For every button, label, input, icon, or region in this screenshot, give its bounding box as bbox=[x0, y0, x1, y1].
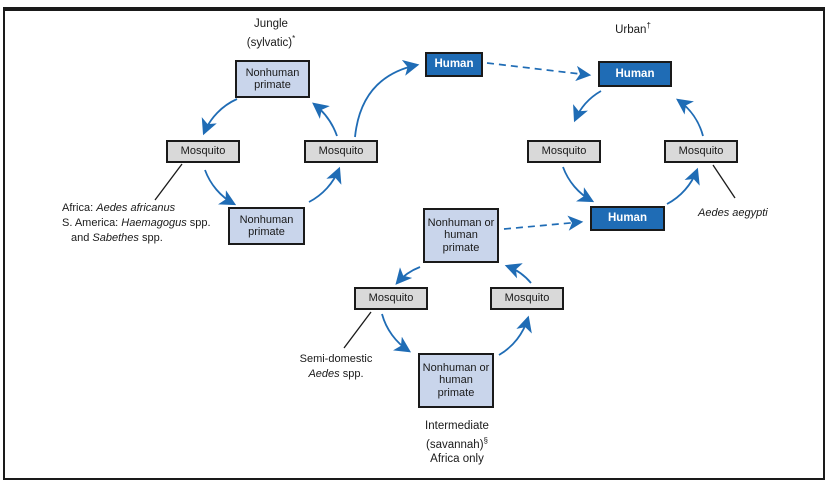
intermediate-cycle-label-line2-text: (savannah) bbox=[426, 438, 484, 451]
label-text: spp. bbox=[186, 217, 211, 229]
jungle-bottom-nonhuman-primate-box: Nonhuman primate bbox=[228, 207, 305, 245]
box-label: Mosquito bbox=[678, 145, 724, 158]
jungle-footnote-marker: * bbox=[292, 33, 296, 43]
jungle-cycle-label-line2: (sylvatic)* bbox=[221, 32, 321, 50]
dashed-arrow-intermediate-primate-to-urban-human bbox=[503, 215, 584, 231]
box-label: Mosquito bbox=[180, 145, 226, 158]
species-name: Aedes bbox=[308, 368, 340, 380]
intermediate-cycle-label-line2: (savannah)§ bbox=[407, 434, 507, 452]
urban-cycle-label: Urban† bbox=[593, 19, 673, 37]
urban-arc-human-to-mosquito-left bbox=[573, 90, 602, 123]
jungle-vector-line2: S. America: Haemagogus spp. bbox=[62, 216, 237, 231]
semi-domestic-line2: Aedes spp. bbox=[288, 367, 384, 382]
box-label: Mosquito bbox=[541, 145, 587, 158]
urban-bottom-human-box: Human bbox=[590, 206, 665, 231]
label-text: S. America: bbox=[62, 217, 122, 229]
box-label: Human bbox=[434, 58, 474, 71]
intermediate-arc-primate-to-mosquito-right bbox=[498, 315, 532, 356]
urban-footnote-marker: † bbox=[646, 21, 651, 30]
urban-right-mosquito-box: Mosquito bbox=[664, 140, 738, 163]
species-name: Haemagogus bbox=[121, 217, 187, 229]
label-text: and bbox=[71, 232, 93, 244]
box-label: Mosquito bbox=[318, 145, 364, 158]
semi-domestic-vector-note: Semi-domestic Aedes spp. bbox=[288, 352, 384, 382]
leader-line-jungle-vectors bbox=[154, 163, 183, 201]
jungle-left-mosquito-box: Mosquito bbox=[166, 140, 240, 163]
bridge-human-box: Human bbox=[425, 52, 483, 77]
intermediate-cycle-label: Intermediate (savannah)§ Africa only bbox=[407, 419, 507, 466]
species-name: Aedes africanus bbox=[96, 202, 176, 214]
intermediate-cycle-label-line3: Africa only bbox=[430, 452, 484, 465]
jungle-right-mosquito-box: Mosquito bbox=[304, 140, 378, 163]
label-text: spp. bbox=[138, 232, 163, 244]
figure-border-frame bbox=[3, 7, 825, 480]
urban-top-human-box: Human bbox=[598, 61, 672, 87]
box-label: Mosquito bbox=[504, 292, 550, 305]
label-text: Africa: bbox=[62, 202, 97, 214]
urban-vector-species-note: Aedes aegypti bbox=[698, 206, 782, 221]
jungle-arc-primate-to-mosquito-left bbox=[201, 98, 238, 136]
box-label: Nonhuman primate bbox=[245, 66, 300, 92]
jungle-cycle-label-line1: Jungle bbox=[254, 18, 288, 30]
jungle-arc-primate-to-mosquito-right bbox=[308, 166, 342, 203]
intermediate-left-mosquito-box: Mosquito bbox=[354, 287, 428, 310]
intermediate-top-primate-box: Nonhuman or human primate bbox=[423, 208, 499, 263]
jungle-vector-line1: Africa: Aedes africanus bbox=[62, 201, 237, 216]
species-name: Sabethes bbox=[92, 232, 139, 244]
species-name: Aedes aegypti bbox=[698, 207, 768, 219]
jungle-to-human-spillover-arc bbox=[354, 59, 420, 138]
semi-domestic-line1: Semi-domestic bbox=[299, 353, 373, 365]
dashed-arrow-jungle-human-to-urban-human bbox=[486, 62, 592, 82]
box-label: Human bbox=[615, 67, 655, 80]
urban-cycle-label-text: Urban bbox=[615, 23, 647, 36]
box-label: Human bbox=[608, 212, 647, 225]
intermediate-arc-mosquito-to-primate-top bbox=[504, 263, 532, 284]
urban-left-mosquito-box: Mosquito bbox=[527, 140, 601, 163]
intermediate-footnote-marker: § bbox=[483, 435, 488, 445]
intermediate-cycle-label-line1: Intermediate bbox=[425, 420, 489, 432]
urban-arc-mosquito-to-human-top bbox=[676, 98, 704, 137]
box-label: Nonhuman primate bbox=[239, 213, 294, 239]
leader-line-semi-domestic-vector bbox=[343, 311, 372, 349]
label-text: spp. bbox=[339, 368, 364, 380]
box-label: Nonhuman or human primate bbox=[422, 361, 490, 399]
jungle-cycle-label: Jungle (sylvatic)* bbox=[221, 17, 321, 50]
box-label: Mosquito bbox=[368, 292, 414, 305]
jungle-arc-mosquito-to-primate-top bbox=[312, 102, 338, 137]
intermediate-arc-mosquito-to-primate-bottom bbox=[381, 313, 412, 353]
jungle-top-nonhuman-primate-box: Nonhuman primate bbox=[235, 60, 310, 98]
box-label: Nonhuman or human primate bbox=[427, 216, 495, 254]
urban-arc-mosquito-to-human-bottom bbox=[562, 166, 595, 203]
intermediate-arc-primate-to-mosquito-left bbox=[395, 266, 421, 285]
urban-arc-human-to-mosquito-right bbox=[666, 167, 700, 205]
jungle-cycle-label-line2-text: (sylvatic) bbox=[246, 36, 293, 49]
jungle-arc-mosquito-to-primate-bottom bbox=[204, 169, 237, 206]
jungle-vector-line3: and Sabethes spp. bbox=[62, 231, 237, 246]
jungle-vector-species-note: Africa: Aedes africanus S. America: Haem… bbox=[62, 201, 237, 246]
intermediate-right-mosquito-box: Mosquito bbox=[490, 287, 564, 310]
leader-line-urban-vector bbox=[712, 164, 736, 199]
intermediate-bottom-primate-box: Nonhuman or human primate bbox=[418, 353, 494, 408]
